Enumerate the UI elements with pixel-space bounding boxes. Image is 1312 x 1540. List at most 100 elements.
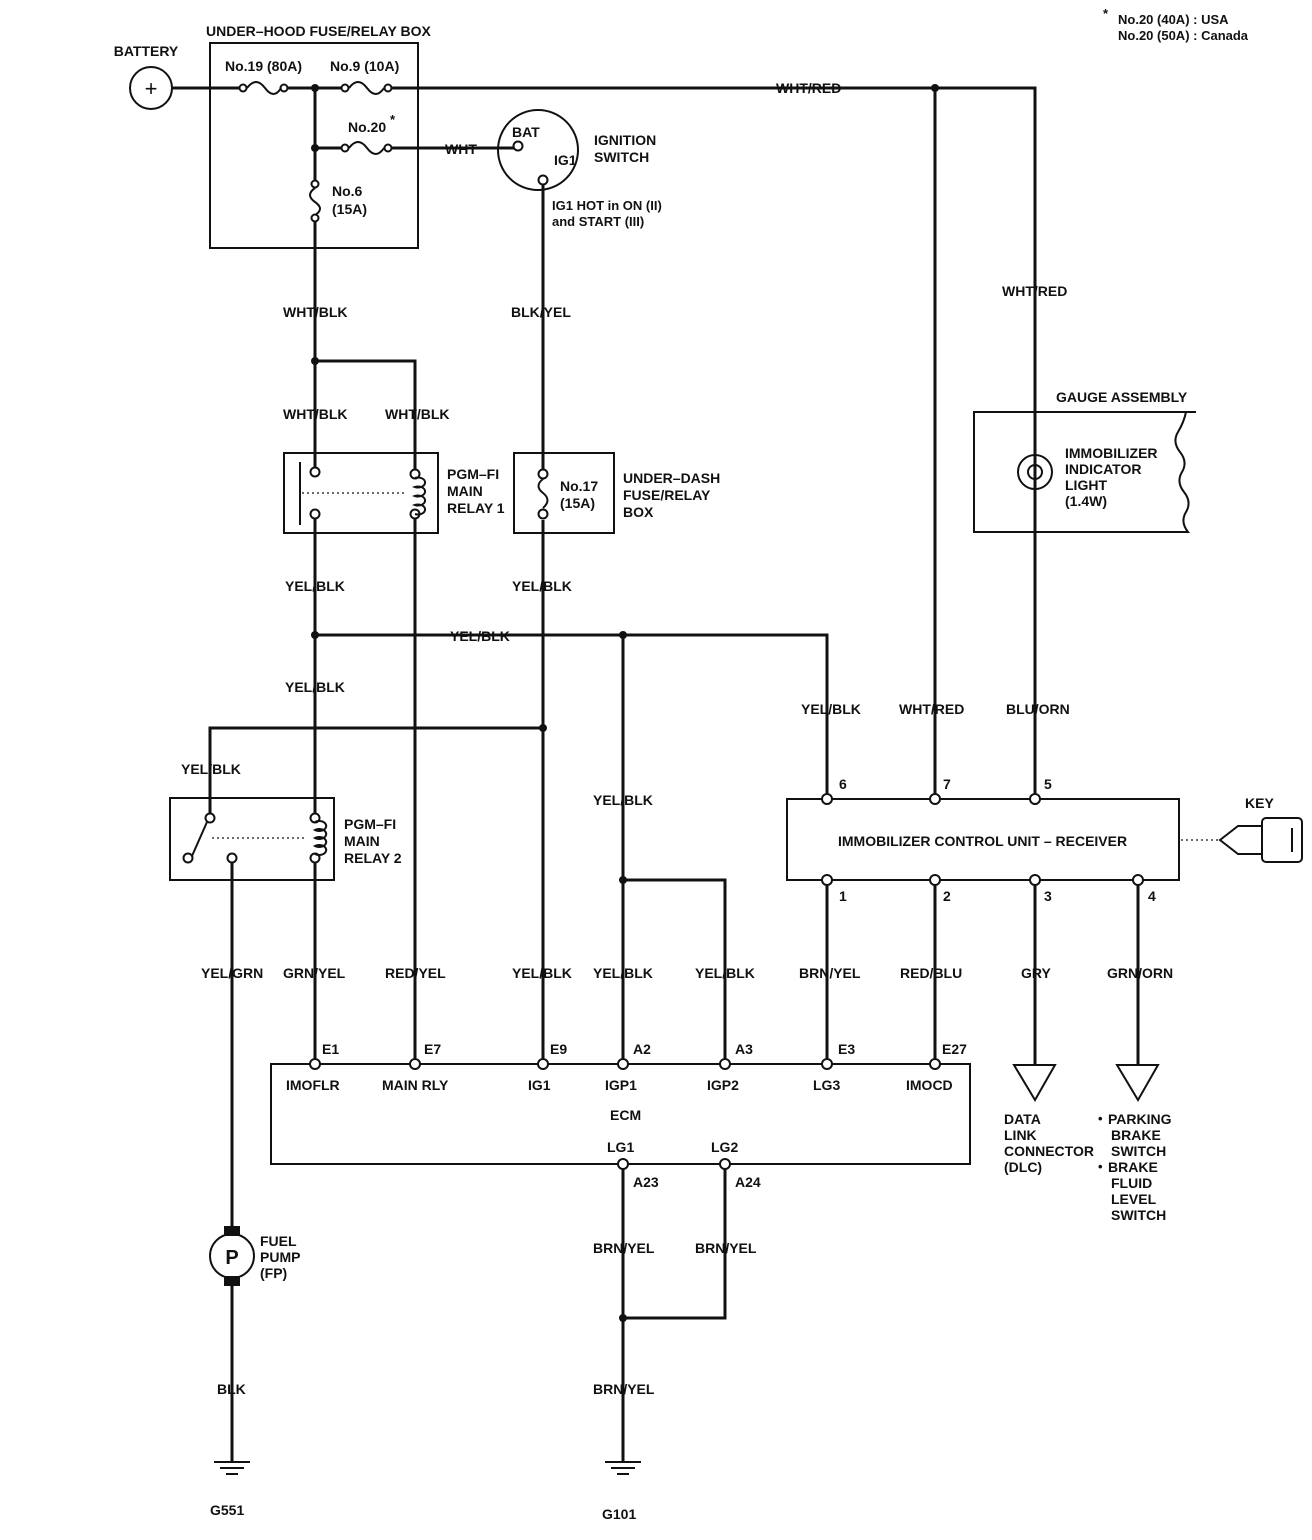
ecm-terminal-imoflr: IMOFLR bbox=[286, 1077, 340, 1093]
ecm-terminal-lg3: LG3 bbox=[813, 1077, 840, 1093]
imm-pin-4: 4 bbox=[1148, 888, 1156, 904]
imm-pin-6: 6 bbox=[839, 776, 847, 792]
brake-bullet-1: • bbox=[1098, 1111, 1103, 1126]
ecm-terminal-lg1: LG1 bbox=[607, 1139, 634, 1155]
key-label: KEY bbox=[1245, 795, 1274, 811]
underhood-fuse-box: UNDER–HOOD FUSE/RELAY BOX No.19 (80A) No… bbox=[206, 23, 431, 249]
ignition-ig1-terminal: IG1 bbox=[554, 152, 577, 168]
dlc-line4: (DLC) bbox=[1004, 1159, 1042, 1175]
wire-label-blk: BLK bbox=[217, 1381, 246, 1397]
ecm-pin-e7: E7 bbox=[424, 1041, 441, 1057]
relay1-label-line2: MAIN bbox=[447, 483, 483, 499]
wire-label-wht-blk-main: WHT/BLK bbox=[283, 304, 348, 320]
key-icon: KEY bbox=[1218, 795, 1303, 863]
indicator-light-line4: (1.4W) bbox=[1065, 493, 1107, 509]
ecm-terminal-mainrly: MAIN RLY bbox=[382, 1077, 449, 1093]
imm-pin-5: 5 bbox=[1044, 776, 1052, 792]
ignition-switch-label-line1: IGNITION bbox=[594, 132, 656, 148]
fuse6-label-line2: (15A) bbox=[332, 201, 367, 217]
parking-brake-line3: SWITCH bbox=[1111, 1143, 1166, 1159]
ecm-pin-a2: A2 bbox=[633, 1041, 651, 1057]
gauge-assembly-title: GAUGE ASSEMBLY bbox=[1056, 389, 1188, 405]
ecm-pin-e9: E9 bbox=[550, 1041, 567, 1057]
fuel-pump-symbol: P bbox=[225, 1247, 238, 1269]
relay2-label-line2: MAIN bbox=[344, 833, 380, 849]
imm-pin-1: 1 bbox=[839, 888, 847, 904]
brake-switches: • PARKING BRAKE SWITCH • BRAKE FLUID LEV… bbox=[1098, 1064, 1172, 1223]
ground-g551: G551 bbox=[210, 1461, 250, 1518]
wire-label-red-yel: RED/YEL bbox=[385, 965, 446, 981]
wire-label-wht-red-imm: WHT/RED bbox=[899, 701, 964, 717]
wire-label-brn-yel-a23: BRN/YEL bbox=[593, 1240, 655, 1256]
wire-label-yel-blk-left2: YEL/BLK bbox=[285, 679, 345, 695]
brake-fluid-line3: LEVEL bbox=[1111, 1191, 1157, 1207]
ecm-pin-a24: A24 bbox=[735, 1174, 761, 1190]
ecm-pin-e27: E27 bbox=[942, 1041, 967, 1057]
wire-label-wht: WHT bbox=[445, 141, 477, 157]
underdash-label-line3: BOX bbox=[623, 504, 654, 520]
wire-label-brn-yel-a24: BRN/YEL bbox=[695, 1240, 757, 1256]
footnote-usa: No.20 (40A) : USA bbox=[1118, 12, 1229, 27]
splice-dots bbox=[311, 84, 939, 1322]
wire-label-yel-blk-a2: YEL/BLK bbox=[593, 965, 653, 981]
fuse17-label-line1: No.17 bbox=[560, 478, 598, 494]
dlc-line2: LINK bbox=[1004, 1127, 1037, 1143]
gauge-assembly: GAUGE ASSEMBLY IMMOBILIZER INDICATOR LIG… bbox=[973, 389, 1196, 533]
brake-bullet-2: • bbox=[1098, 1159, 1103, 1174]
ecm-pin-e1: E1 bbox=[322, 1041, 339, 1057]
fuse20-label: No.20 bbox=[348, 119, 386, 135]
indicator-light-line3: LIGHT bbox=[1065, 477, 1107, 493]
battery-label: BATTERY bbox=[114, 43, 179, 59]
ground-g101-label: G101 bbox=[602, 1506, 636, 1522]
wire-label-red-blu: RED/BLU bbox=[900, 965, 962, 981]
wire-label-yel-blk-a3: YEL/BLK bbox=[695, 965, 755, 981]
ig1-hot-note-line2: and START (III) bbox=[552, 214, 644, 229]
ecm-terminal-imocd: IMOCD bbox=[906, 1077, 953, 1093]
immobilizer-title: IMMOBILIZER CONTROL UNIT – RECEIVER bbox=[838, 833, 1127, 849]
ecm-terminal-igp2: IGP2 bbox=[707, 1077, 739, 1093]
fuel-pump-label-line2: PUMP bbox=[260, 1249, 300, 1265]
dlc-line1: DATA bbox=[1004, 1111, 1041, 1127]
wire-label-yel-blk-imm: YEL/BLK bbox=[801, 701, 861, 717]
ecm: ECM E1 E7 E9 A2 A3 E3 E27 IMOFLR MAIN RL… bbox=[270, 1041, 971, 1190]
wire-label-brn-yel-g101: BRN/YEL bbox=[593, 1381, 655, 1397]
footnote-star: * bbox=[1103, 6, 1109, 21]
wire-label-blu-orn: BLU/ORN bbox=[1006, 701, 1070, 717]
parking-brake-line1: PARKING bbox=[1108, 1111, 1172, 1127]
underdash-label-line2: FUSE/RELAY bbox=[623, 487, 711, 503]
parking-brake-line2: BRAKE bbox=[1111, 1127, 1161, 1143]
wire-label-wht-blk-left: WHT/BLK bbox=[283, 406, 348, 422]
wire-label-wht-red-top: WHT/RED bbox=[776, 80, 841, 96]
battery-plus-symbol: + bbox=[145, 76, 158, 101]
relay1-label-line3: RELAY 1 bbox=[447, 500, 505, 516]
ignition-bat-terminal: BAT bbox=[512, 124, 540, 140]
footnote-canada: No.20 (50A) : Canada bbox=[1118, 28, 1249, 43]
fuel-pump-label-line1: FUEL bbox=[260, 1233, 297, 1249]
underhood-box-title: UNDER–HOOD FUSE/RELAY BOX bbox=[206, 23, 431, 39]
indicator-light-line2: INDICATOR bbox=[1065, 461, 1141, 477]
wire-label-wht-blk-right: WHT/BLK bbox=[385, 406, 450, 422]
wire-label-brn-yel-e3: BRN/YEL bbox=[799, 965, 861, 981]
fuse9-label: No.9 (10A) bbox=[330, 58, 399, 74]
pgm-fi-main-relay-2: PGM–FI MAIN RELAY 2 bbox=[169, 797, 402, 881]
brake-fluid-line2: FLUID bbox=[1111, 1175, 1152, 1191]
underdash-label-line1: UNDER–DASH bbox=[623, 470, 720, 486]
footnote: * No.20 (40A) : USA No.20 (50A) : Canada bbox=[1103, 6, 1249, 43]
wire-label-yel-blk-relay1: YEL/BLK bbox=[285, 578, 345, 594]
wire-label-gry: GRY bbox=[1021, 965, 1051, 981]
wire-label-yel-grn: YEL/GRN bbox=[201, 965, 263, 981]
fuse19-label: No.19 (80A) bbox=[225, 58, 302, 74]
ecm-terminal-igp1: IGP1 bbox=[605, 1077, 637, 1093]
wire-label-yel-blk-bus: YEL/BLK bbox=[450, 628, 510, 644]
ground-g551-label: G551 bbox=[210, 1502, 244, 1518]
ignition-switch-label-line2: SWITCH bbox=[594, 149, 649, 165]
wire-label-yel-blk-fuse17: YEL/BLK bbox=[512, 578, 572, 594]
indicator-light-line1: IMMOBILIZER bbox=[1065, 445, 1158, 461]
wire-label-yel-blk-e9: YEL/BLK bbox=[512, 965, 572, 981]
pgm-fi-main-relay-1: PGM–FI MAIN RELAY 1 bbox=[283, 452, 505, 534]
dlc-line3: CONNECTOR bbox=[1004, 1143, 1094, 1159]
ground-g101: G101 bbox=[602, 1461, 641, 1522]
brake-fluid-line1: BRAKE bbox=[1108, 1159, 1158, 1175]
immobilizer-control-unit: IMMOBILIZER CONTROL UNIT – RECEIVER 6 7 … bbox=[786, 776, 1218, 904]
ecm-terminal-lg2: LG2 bbox=[711, 1139, 738, 1155]
